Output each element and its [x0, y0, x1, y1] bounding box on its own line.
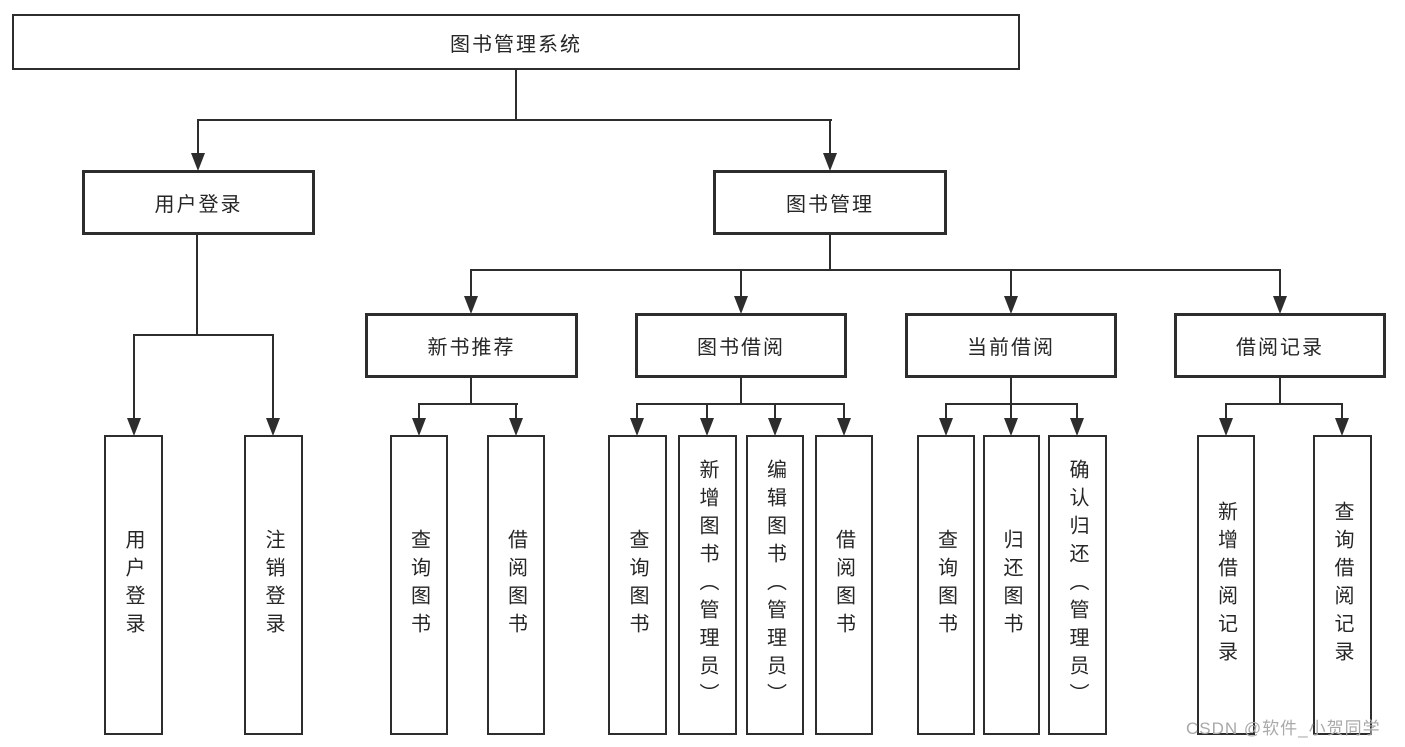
node-user-login: 用户登录: [82, 170, 315, 235]
connector-line: [418, 403, 518, 405]
leaf-query-books-borrowing: 查询图书: [608, 435, 667, 735]
leaf-query-books-current: 查询图书: [917, 435, 975, 735]
connector-line: [1225, 405, 1227, 418]
connector-line: [1076, 405, 1078, 418]
node-book-management: 图书管理: [713, 170, 947, 235]
connector-line: [774, 405, 776, 418]
arrow-down-icon: [127, 418, 141, 436]
connector-line: [636, 405, 638, 418]
arrow-down-icon: [412, 418, 426, 436]
arrow-down-icon: [509, 418, 523, 436]
connector-line: [945, 403, 1078, 405]
connector-line: [470, 271, 472, 296]
connector-line: [740, 271, 742, 296]
connector-line: [470, 269, 1281, 271]
connector-line: [706, 405, 708, 418]
leaf-user-login: 用户登录: [104, 435, 163, 735]
connector-line: [1225, 403, 1343, 405]
arrow-down-icon: [734, 296, 748, 314]
leaf-add-borrow-record: 新增借阅记录: [1197, 435, 1255, 735]
arrow-down-icon: [1273, 296, 1287, 314]
connector-line: [196, 235, 198, 335]
arrow-down-icon: [939, 418, 953, 436]
leaf-borrow-books: 借阅图书: [815, 435, 873, 735]
connector-line: [515, 70, 517, 120]
connector-line: [197, 121, 199, 154]
connector-line: [470, 378, 472, 404]
watermark: CSDN @软件_小贺同学: [1186, 719, 1381, 738]
connector-line: [740, 378, 742, 404]
arrow-down-icon: [1219, 418, 1233, 436]
node-new-book-recommendation: 新书推荐: [365, 313, 578, 378]
leaf-query-books-recommend: 查询图书: [390, 435, 448, 735]
node-library-system: 图书管理系统: [12, 14, 1020, 70]
arrow-down-icon: [1004, 418, 1018, 436]
connector-line: [1010, 271, 1012, 296]
connector-line: [1341, 405, 1343, 418]
connector-line: [418, 405, 420, 418]
connector-line: [1279, 271, 1281, 296]
arrow-down-icon: [191, 153, 205, 171]
arrow-down-icon: [823, 153, 837, 171]
leaf-query-borrow-record: 查询借阅记录: [1313, 435, 1372, 735]
arrow-down-icon: [768, 418, 782, 436]
leaf-confirm-return-admin: 确认归还（管理员）: [1048, 435, 1107, 735]
node-borrowing-records: 借阅记录: [1174, 313, 1386, 378]
arrow-down-icon: [1004, 296, 1018, 314]
leaf-logout-login: 注销登录: [244, 435, 303, 735]
connector-line: [1279, 378, 1281, 404]
arrow-down-icon: [266, 418, 280, 436]
leaf-add-books-admin: 新增图书（管理员）: [678, 435, 737, 735]
node-current-borrowing: 当前借阅: [905, 313, 1117, 378]
connector-line: [945, 405, 947, 418]
leaf-return-books: 归还图书: [983, 435, 1040, 735]
arrow-down-icon: [700, 418, 714, 436]
arrow-down-icon: [630, 418, 644, 436]
connector-line: [515, 405, 517, 418]
connector-line: [133, 334, 274, 336]
arrow-down-icon: [1335, 418, 1349, 436]
connector-line: [843, 405, 845, 418]
connector-line: [636, 403, 845, 405]
connector-line: [829, 121, 831, 154]
connector-line: [1010, 405, 1012, 418]
connector-line: [1010, 378, 1012, 404]
leaf-borrow-books-recommend: 借阅图书: [487, 435, 545, 735]
connector-line: [272, 336, 274, 418]
arrow-down-icon: [837, 418, 851, 436]
node-book-borrowing: 图书借阅: [635, 313, 847, 378]
leaf-edit-books-admin: 编辑图书（管理员）: [746, 435, 804, 735]
arrow-down-icon: [464, 296, 478, 314]
connector-line: [133, 336, 135, 418]
connector-line: [829, 235, 831, 270]
connector-line: [197, 119, 832, 121]
arrow-down-icon: [1070, 418, 1084, 436]
